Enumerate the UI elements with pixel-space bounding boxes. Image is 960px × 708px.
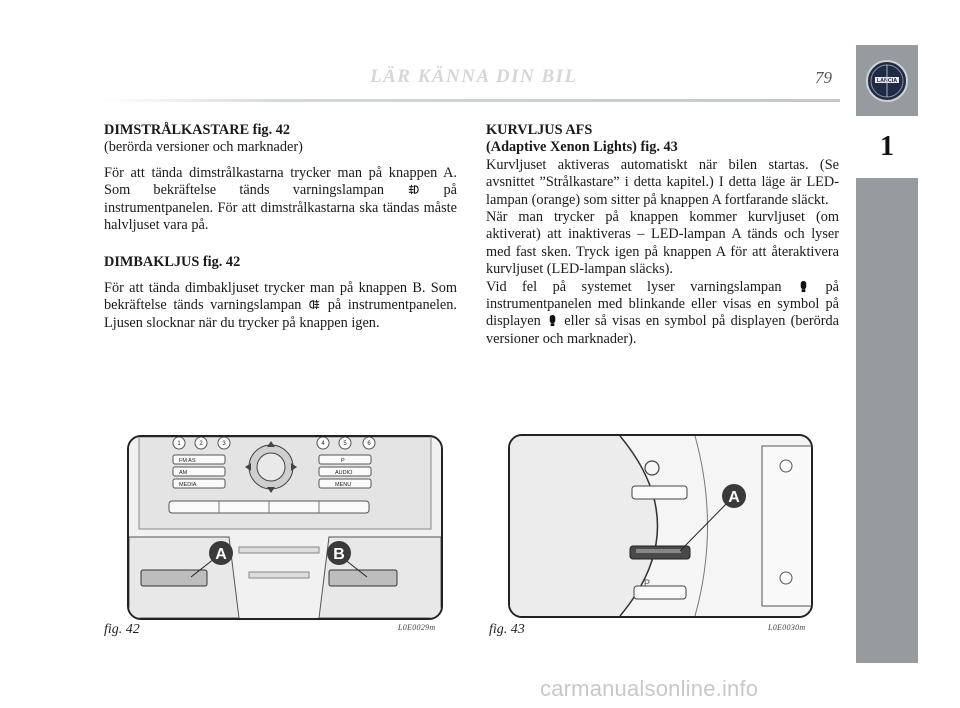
figure-42-code: L0E0029m [398,623,436,632]
left-column: DIMSTRÅLKASTARE fig. 42 (berörda version… [104,122,457,340]
label-am: AM [179,470,188,476]
text-rear-fog-b: på instrumentpanelen. Ljusen slocknar nä… [104,297,457,331]
figure-43-caption: fig. 43 [489,622,525,637]
figure-42: 1 2 3 4 5 6 FM AS AM MEDIA P AUDIO MENU [127,435,443,620]
chapter-number: 1 [856,116,918,178]
text-fog-lights-a: För att tända dimstrålkastarna trycker m… [104,164,457,199]
preset-6: 6 [367,441,371,447]
section-heading-fog-lights: DIMSTRÅLKASTARE fig. 42 [104,122,291,138]
paragraph-rear-fog: För att tända dimbakljuset trycker man p… [104,280,457,332]
preset-1: 1 [177,441,181,447]
section-heading-afs-sub: (Adaptive Xenon Lights) fig. 43 [486,139,678,156]
section-heading-rear-fog: DIMBAKLJUS fig. 42 [104,254,241,271]
figure-43-code: L0E0030m [768,623,806,632]
afs-warning-icon [800,280,807,292]
preset-4: 4 [321,441,325,447]
callout-a-fig43: A [728,489,740,506]
text-rear-fog-a: För att tända dimbakljuset trycker man p… [104,279,457,314]
text-afs-3c: eller så visas en symbol på displayen (b… [486,313,840,347]
site-watermark: carmanualsonline.info [540,676,759,701]
label-fm: FM AS [179,458,196,464]
label-media: MEDIA [179,482,197,488]
section-subheading: (berörda versioner och marknader) [104,139,303,156]
right-column: KURVLJUS AFS (Adaptive Xenon Lights) fig… [486,122,839,348]
radio-panel-illustration: 1 2 3 4 5 6 FM AS AM MEDIA P AUDIO MENU [129,437,441,618]
label-p: P [341,458,345,464]
paragraph-afs-3: Vid fel på systemet lyser varningslampan… [486,279,839,349]
figure-42-caption: fig. 42 [104,622,140,637]
callout-b: B [333,546,345,563]
section-heading-afs: KURVLJUS AFS [486,122,593,138]
label-menu: MENU [335,482,351,488]
paragraph-afs-2: När man trycker på knappen kommer kurvlj… [486,209,839,278]
afs-display-icon [549,315,556,327]
page-number: 79 [815,68,832,87]
figure-43: P A [508,434,813,618]
text-fog-lights-b: på instrumentpanelen. För att dimstrålka… [104,182,457,234]
callout-a: A [215,546,227,563]
text-afs-3b: på instrumentpanelen med blinkande eller… [486,278,840,330]
preset-5: 5 [343,441,347,447]
preset-2: 2 [199,441,203,447]
label-audio: AUDIO [335,470,353,476]
lancia-logo: LANCIA [864,58,910,104]
park-label: P [644,578,650,588]
front-fog-light-icon [409,184,419,195]
header-rule [100,99,840,102]
text-afs-3a: Vid fel på systemet lyser varningslampan [486,278,782,295]
rear-fog-light-icon [309,299,320,310]
running-title: LÄR KÄNNA DIN BIL [370,66,578,87]
switch-panel-illustration: P A [510,436,811,616]
paragraph-afs-1: Kurvljuset aktiveras automatiskt när bil… [486,156,839,208]
preset-3: 3 [222,441,226,447]
paragraph-fog-lights: För att tända dimstrålkastarna trycker m… [104,165,457,235]
